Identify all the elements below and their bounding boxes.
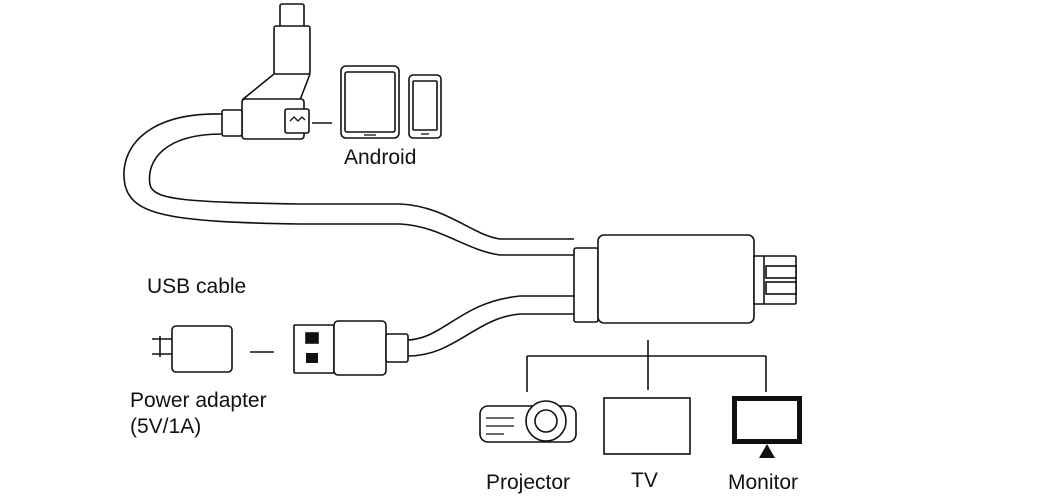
cable-trunk — [123, 113, 574, 357]
monitor-icon — [732, 396, 802, 458]
hdmi-converter — [573, 234, 797, 324]
projector-icon — [479, 400, 577, 443]
monitor-label: Monitor — [728, 471, 799, 494]
output-branch-lines — [526, 340, 767, 392]
tablet-icon — [340, 65, 400, 139]
android-label: Android — [344, 146, 417, 169]
phone-adapter-connector — [221, 3, 332, 140]
phone-icon — [408, 74, 442, 139]
tv-icon — [603, 397, 691, 455]
tv-label: TV — [631, 469, 658, 492]
projector-label: Projector — [486, 471, 571, 494]
usb-a-plug — [293, 320, 409, 376]
power-adapter-icon — [152, 325, 274, 373]
power-adapter-label: Power adapter — [130, 389, 267, 412]
power-spec-label: (5V/1A) — [130, 415, 202, 438]
usb-cable-label: USB cable — [147, 275, 247, 298]
